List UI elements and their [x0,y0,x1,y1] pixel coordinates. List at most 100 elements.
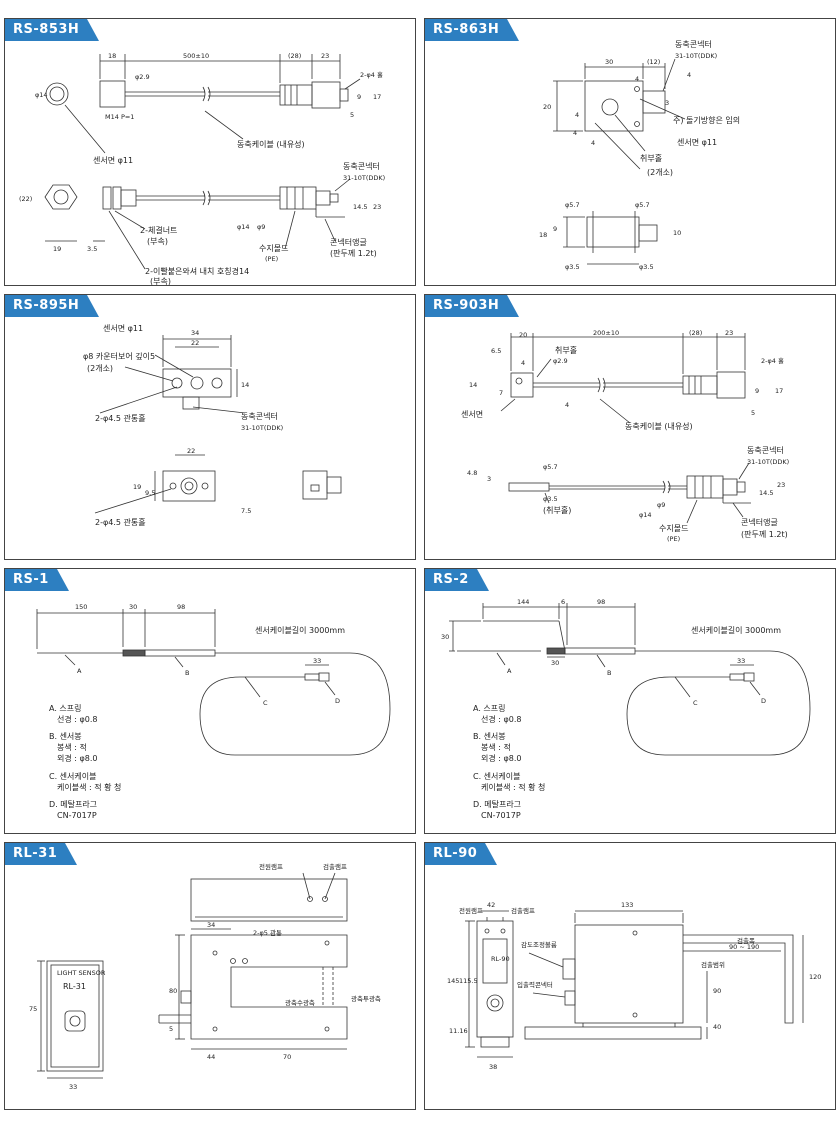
dim-label: (12) [647,58,660,66]
label-washer: 2-이빨붙은와셔 내치 호칭경14 [145,266,249,276]
dim-label: 98 [177,603,185,611]
label-front-model: RL-90 [491,955,510,963]
label-power-lamp: 전원램프 [259,862,283,871]
dim-label: (28) [288,52,301,60]
dim-label: 98 [597,598,605,606]
dim-label: 115.5 [459,977,478,985]
dim-label: 200±10 [593,329,619,337]
letter-b: B [607,669,611,677]
legend-b-line: 외경 : φ8.0 [57,753,98,763]
dim-label: 14 [469,381,477,389]
legend-d-head: D. 메탈프라그 [49,799,97,809]
panel-rs853h: RS-853H [4,18,416,286]
label-emitter: 광축투광측 [351,994,381,1003]
panel-rs895h: RS-895H 34 22 [4,294,416,560]
dim-label: 7 [499,389,503,397]
dim-label: 75 [29,1005,37,1013]
legend-b-head: B. 센서봉 [49,731,82,741]
dim-label: 23 [725,329,733,337]
label-cable-length: 센서케이블길이 3000mm [691,625,781,635]
dim-label: (22) [19,195,32,203]
label-mount-hole-count: (2개소) [647,167,673,177]
legend-b-head: B. 센서봉 [473,731,506,741]
legend-b-line: 외경 : φ8.0 [481,753,522,763]
dim-label: 40 [713,1023,721,1031]
letter-c: C [263,699,268,707]
legend-b-line: 봉색 : 적 [481,742,511,752]
label-angle-note: (판두께 1.2t) [330,249,377,258]
dim-label: φ14 [639,511,652,519]
panel-title: RL-90 [425,843,498,865]
dim-label: 4 [565,401,569,409]
label-connector-model: 31-10T(DDK) [675,52,717,60]
label-front-text: LIGHT SENSOR [57,969,106,977]
panel-rl90: RL-90 [424,842,836,1110]
rs2-drawing: 144 6 98 30 30 33 A B C D 센서케이블길이 3000mm… [441,598,811,820]
dim-label: 30 [605,58,613,66]
dim-label: φ2.9 [553,357,568,365]
dim-label: 144 [517,598,529,606]
label-connector-model: 31-10T(DDK) [747,458,789,466]
panel-title: RS-2 [425,569,489,591]
legend-d-line: CN-7017P [481,811,521,820]
dim-label: 33 [69,1083,77,1091]
dim-label: M14 P=1 [105,113,134,121]
dim-label: (28) [689,329,702,337]
dim-label: 4 [687,71,691,79]
panel-rs863h: RS-863H 30 (12) 4 4 20 4 [424,18,836,286]
letter-b: B [185,669,189,677]
dim-label: 5 [350,111,354,119]
label-detect-width: 검출폭 [737,936,755,945]
dim-label: 9 [755,387,759,395]
panel-title: RL-31 [5,843,78,865]
label-counterbore-count: (2개소) [87,363,113,373]
dim-label: 4 [635,75,639,83]
dim-label: 150 [75,603,87,611]
panel-rs2: RS-2 144 6 98 30 30 33 [424,568,836,834]
dim-label: 23 [321,52,329,60]
letter-c: C [693,699,698,707]
label-sensor-face: 센서면 φ11 [103,323,143,333]
dim-label: 10 [673,229,681,237]
label-mold-note: (PE) [667,535,680,543]
dim-label: 22 [191,339,199,347]
dim-label: 33 [313,657,321,665]
rs903h-drawing: 20 200±10 (28) 23 6.5 4 φ2.9 14 7 4 2-φ4… [461,329,789,543]
letter-a: A [77,667,82,675]
label-power-lamp: 전원램프 [459,906,483,915]
dim-label: 14 [241,381,249,389]
label-detect-lamp: 검출램프 [323,862,347,871]
dim-label: 9 [357,93,361,101]
dim-label: φ9 [657,501,665,509]
dim-label: 2-φ4 홀 [761,356,784,365]
dim-label: 18 [108,52,116,60]
dim-label: φ5.7 [565,201,580,209]
label-angle-note: (판두께 1.2t) [741,530,788,539]
dim-label: 30 [551,659,559,667]
label-mold-note: (PE) [265,255,278,263]
dim-label: 30 [441,633,449,641]
label-mold: 수지몰드 [259,244,288,253]
label-sensor-face: 센서면 φ11 [93,155,133,165]
letter-d: D [761,697,766,705]
label-connector-model: 31-10T(DDK) [241,424,283,432]
label-protrusion: 주) 돌기방향은 임의 [673,115,740,125]
dim-label: 5 [751,409,755,417]
dim-label: 2-φ4 홀 [360,70,383,79]
rs895h-drawing: 34 22 14 22 19 9.5 7.5 센서면 φ11 φ8 카운터보어 … [83,323,342,527]
panel-title: RS-853H [5,19,100,41]
legend-c-head: C. 센서케이블 [49,771,96,781]
letter-a: A [507,667,512,675]
label-connector: 동축콘넥터 [343,161,380,171]
label-angle: 콘넥터앵글 [330,237,367,247]
panel-rs1: RS-1 150 30 98 33 A B C D 센서케이블길이 [4,568,416,834]
dim-label: 34 [207,921,215,929]
dim-label: 80 [169,987,177,995]
label-nut: 2-체결너트 [140,225,177,235]
legend-a-head: A. 스프링 [473,703,506,713]
dim-label: 19 [53,245,61,253]
label-receiver: 광축수광측 [285,998,315,1007]
label-nut-note: (부속) [147,237,168,246]
dim-label: 3.5 [87,245,97,253]
label-through-hole-bottom: 2-φ4.5 관통홀 [95,517,146,527]
